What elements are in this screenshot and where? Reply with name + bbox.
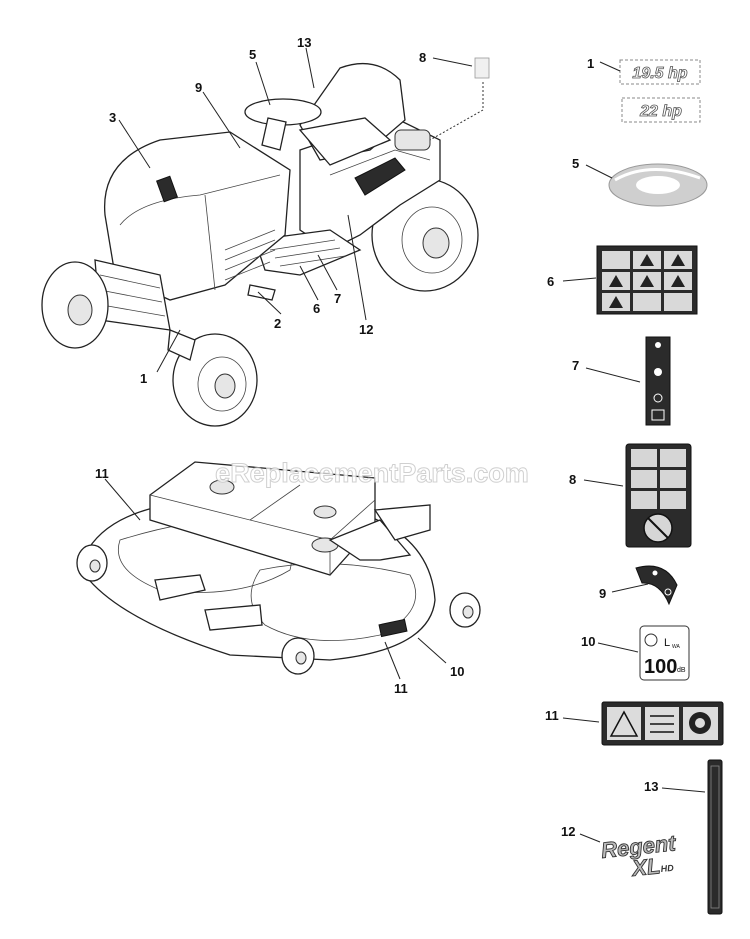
watermark-text: eReplacementParts.com <box>215 458 529 488</box>
callout-13-tractor: 13 <box>297 35 311 50</box>
callout-6-decal: 6 <box>547 274 554 289</box>
decal-8-operating-panel <box>625 443 692 548</box>
decal-8-locator-box <box>474 57 490 79</box>
callout-11-decal: 11 <box>545 708 559 723</box>
callout-1-tractor: 1 <box>140 371 147 386</box>
decal-10-sound-level: L WA 100 dB <box>639 625 690 681</box>
callout-6-tractor: 6 <box>313 301 320 316</box>
hp-decal-b-text: 22 hp <box>639 103 682 120</box>
decal-7-gauge-strip <box>645 336 671 426</box>
sound-value: 100 <box>644 656 677 678</box>
decal-13-long-strip <box>707 759 723 915</box>
decal-12-model-logo: Regent XL HD <box>599 830 678 882</box>
decal-6-safety-panel <box>596 245 698 315</box>
callout-8-decal: 8 <box>569 472 576 487</box>
callout-1-top: 1 <box>587 56 594 71</box>
leader-lines <box>104 47 706 843</box>
callout-11-deck-a: 11 <box>95 466 109 481</box>
callout-7-tractor: 7 <box>334 291 341 306</box>
sound-unit-prefix: L <box>664 637 670 649</box>
callout-13-decal: 13 <box>644 779 658 794</box>
callout-labels: 1 1 2 3 5 5 6 6 7 7 8 8 9 9 10 10 11 11 … <box>95 35 658 839</box>
callout-2: 2 <box>274 316 281 331</box>
callout-8-tractor: 8 <box>419 50 426 65</box>
callout-12-tractor: 12 <box>359 322 373 337</box>
callout-10-decal: 10 <box>581 634 595 649</box>
callout-5-tractor: 5 <box>249 47 256 62</box>
sound-db: dB <box>677 667 686 674</box>
decal-5-logo <box>608 163 708 207</box>
callout-12-decal: 12 <box>561 824 575 839</box>
decal-9-arc <box>635 565 678 606</box>
mower-deck-illustration <box>76 461 481 675</box>
callout-5-decal: 5 <box>572 156 579 171</box>
callout-9-tractor: 9 <box>195 80 202 95</box>
decal-8-locator-line <box>429 82 484 141</box>
callout-3: 3 <box>109 110 116 125</box>
logo-suffix: HD <box>660 863 674 874</box>
tractor-illustration <box>41 62 479 427</box>
decal-1-hp: 19.5 hp 22 hp <box>619 59 701 123</box>
callout-9-decal: 9 <box>599 586 606 601</box>
logo-line2: XL <box>629 853 662 881</box>
callout-7-decal: 7 <box>572 358 579 373</box>
decal-11-deck-warning <box>601 701 724 746</box>
callout-11-deck-b: 11 <box>394 681 408 696</box>
sound-unit-sub: WA <box>672 644 681 650</box>
callout-10-deck: 10 <box>450 664 464 679</box>
hp-decal-a-text: 19.5 hp <box>632 65 687 82</box>
